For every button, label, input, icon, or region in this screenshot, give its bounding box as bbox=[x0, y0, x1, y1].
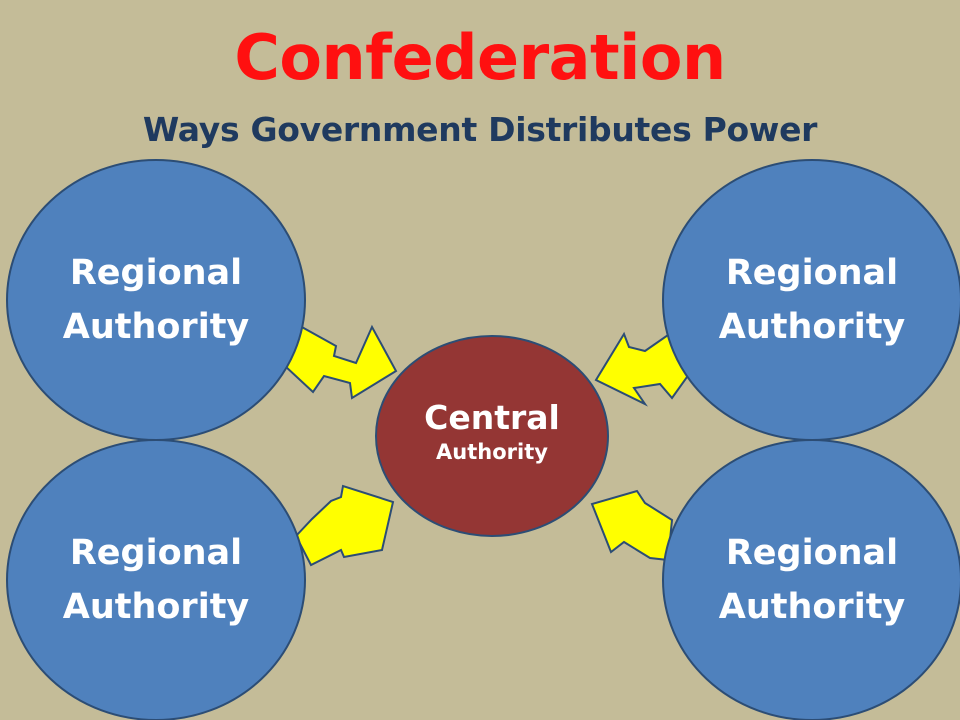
regional-authority-bottom-left bbox=[6, 439, 306, 720]
central-authority bbox=[375, 335, 609, 537]
slide-subtitle: Ways Government Distributes Power bbox=[142, 110, 818, 149]
slide-title: Confederation bbox=[234, 21, 726, 94]
arrow-top-left bbox=[283, 324, 398, 400]
arrow-bottom-left bbox=[294, 484, 395, 567]
arrow-bottom-right bbox=[590, 489, 674, 562]
regional-authority-top-right bbox=[662, 159, 960, 441]
arrow-top-right bbox=[594, 331, 694, 407]
regional-authority-top-left bbox=[6, 159, 306, 441]
regional-authority-bottom-right bbox=[662, 439, 960, 720]
